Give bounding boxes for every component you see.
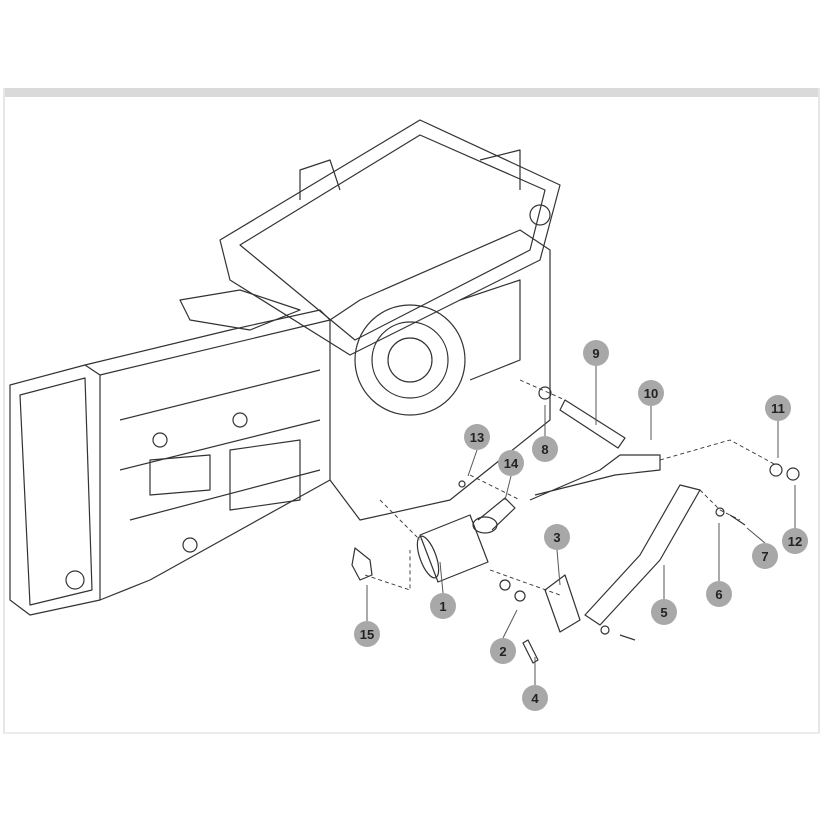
callout-8: 8 <box>532 436 558 462</box>
callout-1: 1 <box>430 593 456 619</box>
parts <box>351 386 800 664</box>
callout-15: 15 <box>354 621 380 647</box>
assembly-guide-lines <box>364 379 777 596</box>
diagram-frame <box>3 88 820 734</box>
callout-5: 5 <box>651 599 677 625</box>
transmission-housing <box>9 119 561 616</box>
lever-5 <box>584 484 701 626</box>
callout-4: 4 <box>522 685 548 711</box>
pin-4 <box>522 639 539 664</box>
callout-12: 12 <box>782 528 808 554</box>
callout-11: 11 <box>765 395 791 421</box>
callout-9: 9 <box>583 340 609 366</box>
fork-15 <box>351 547 373 581</box>
rod-10 <box>529 454 661 501</box>
leader-lines <box>366 366 796 685</box>
frame-top-bar <box>3 88 820 97</box>
callout-2: 2 <box>490 638 516 664</box>
callout-14: 14 <box>498 450 524 476</box>
callout-3: 3 <box>544 524 570 550</box>
shaft-1 <box>419 514 489 583</box>
callout-6: 6 <box>706 581 732 607</box>
callout-10: 10 <box>638 380 664 406</box>
pipe-14 <box>477 497 516 531</box>
callout-13: 13 <box>464 424 490 450</box>
pin-9 <box>559 399 626 449</box>
bracket-3 <box>544 574 581 633</box>
callout-7: 7 <box>752 543 778 569</box>
